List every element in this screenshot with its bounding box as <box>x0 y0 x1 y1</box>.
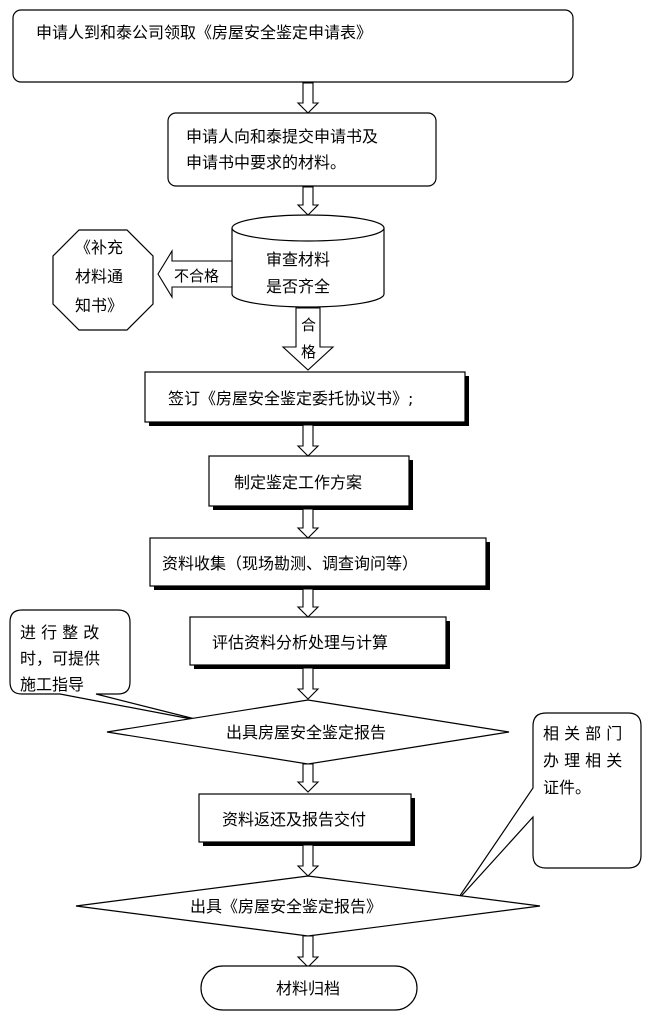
check-materials-line1: 审查材料 <box>266 250 330 269</box>
decision-issue-report-text: 出具房屋安全鉴定报告 <box>226 723 386 742</box>
decision-issue-formal-report-diamond <box>75 875 541 937</box>
callout-rectify-line2: 时，可提供 <box>20 649 100 668</box>
final-archive-text: 材料归档 <box>276 979 340 998</box>
arrow-down-pass-icon <box>281 307 335 371</box>
fail-label: 不合格 <box>174 267 219 285</box>
step-return-deliver-text: 资料返还及报告交付 <box>222 810 366 829</box>
step-return-deliver-box <box>198 793 412 843</box>
step-submit-application-box <box>167 112 437 187</box>
callout-dept-line1: 相 关 部 门 <box>543 724 622 743</box>
decision-issue-formal-report-text: 出具《房屋安全鉴定报告》 <box>190 897 382 916</box>
arrow-left-icon <box>157 249 233 299</box>
step-plan-text: 制定鉴定工作方案 <box>234 473 362 492</box>
callout-dept-line3: 证件。 <box>543 778 591 797</box>
final-archive-box <box>200 965 418 1011</box>
check-materials-line2: 是否齐全 <box>266 277 330 296</box>
arrow-down-icon <box>296 508 320 539</box>
arrow-down-icon <box>296 186 320 216</box>
callout-rectify-line1: 进 行 整 改 <box>20 623 99 642</box>
decision-issue-report-diamond <box>106 699 510 765</box>
pass-label-char1: 合 <box>301 316 316 334</box>
step-sign-agreement-text: 签订《房屋安全鉴定委托协议书》; <box>168 389 413 408</box>
callout-related-department <box>454 712 642 904</box>
step-collect-data-box <box>149 537 487 587</box>
check-materials-cylinder <box>231 214 385 308</box>
pass-label-char2: 格 <box>301 343 316 361</box>
step-submit-application-line2: 申请书中要求的材料。 <box>186 153 346 172</box>
step-sign-agreement-box <box>144 371 466 423</box>
step-submit-application-line1: 申请人向和泰提交申请书及 <box>186 127 378 146</box>
supplement-notice-line2: 材料通 <box>75 267 123 286</box>
arrow-down-icon <box>296 82 320 114</box>
callout-dept-line2: 办 理 相 关 <box>543 751 622 770</box>
supplement-notice-line3: 知书》 <box>75 296 123 315</box>
supplement-notice-octagon <box>52 229 154 331</box>
step-analysis-box <box>189 616 447 666</box>
supplement-notice-line1: 《补充 <box>75 238 123 257</box>
arrow-down-icon <box>296 763 320 793</box>
arrow-down-icon <box>296 935 320 968</box>
arrow-down-icon <box>296 844 320 877</box>
step-get-application-form-box <box>12 9 574 83</box>
arrow-down-icon <box>296 588 320 618</box>
step-collect-data-text: 资料收集（现场勘测、调查询问等） <box>162 554 418 573</box>
step-analysis-text: 评估资料分析处理与计算 <box>212 633 388 652</box>
callout-rectify <box>9 609 208 723</box>
callout-rectify-line3: 施工指导 <box>20 675 84 694</box>
step-plan-box <box>208 455 410 507</box>
arrow-down-icon <box>296 424 320 457</box>
arrow-down-icon <box>296 667 320 700</box>
step-get-application-form-text: 申请人到和泰公司领取《房屋安全鉴定申请表》 <box>36 23 372 42</box>
